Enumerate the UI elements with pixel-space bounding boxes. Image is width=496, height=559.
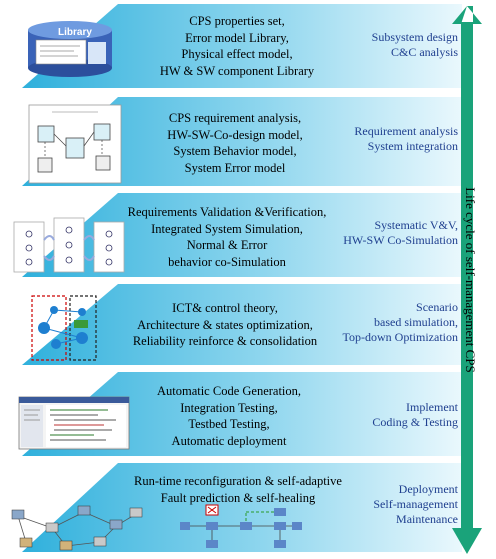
phase-line: Implement bbox=[406, 400, 458, 414]
phase-line: Subsystem design bbox=[371, 30, 458, 44]
band-5-text: Automatic Code Generation, Integration T… bbox=[124, 383, 334, 449]
phase-line: based simulation, bbox=[374, 315, 458, 329]
phase-line: Deployment bbox=[398, 482, 458, 496]
band-line: ICT& control theory, bbox=[172, 301, 278, 315]
band-line: Fault prediction & self-healing bbox=[160, 490, 316, 505]
band-shape-6 bbox=[22, 463, 462, 552]
band-line: System Error model bbox=[184, 160, 286, 175]
phase-label-2: Requirement analysis System integration bbox=[354, 124, 458, 154]
fault-marker-icon bbox=[205, 504, 219, 516]
band-6-text: Run-time reconfiguration & self-adaptive… bbox=[120, 473, 356, 506]
phase-line: Systematic V&V, bbox=[374, 218, 458, 232]
band-line: HW-SW-Co-design model, bbox=[167, 127, 303, 142]
band-shape-5 bbox=[22, 372, 462, 456]
lifecycle-label: Life cycle of self-management CPS bbox=[463, 187, 478, 373]
phase-line: System integration bbox=[367, 139, 458, 153]
band-2-text: CPS requirement analysis, HW-SW-Co-desig… bbox=[130, 110, 340, 176]
band-line: Integrated System Simulation, bbox=[151, 221, 303, 236]
self-healing-diagram bbox=[180, 508, 302, 548]
band-1-text: CPS properties set, Error model Library,… bbox=[132, 13, 342, 79]
band-4-text: ICT& control theory, Architecture & stat… bbox=[110, 300, 340, 350]
band-line: Testbed Testing, bbox=[188, 417, 270, 431]
phase-label-1: Subsystem design C&C analysis bbox=[372, 30, 458, 60]
phase-line: HW-SW Co-Simulation bbox=[343, 233, 458, 247]
phase-line: Self-management bbox=[373, 497, 458, 511]
phase-label-4: Scenario based simulation, Top-down Opti… bbox=[343, 300, 458, 345]
band-line: Reliability reinforce & consolidation bbox=[132, 334, 318, 348]
band-line: Error model Library, bbox=[185, 30, 289, 45]
band-line: System Behavior model, bbox=[173, 144, 297, 158]
phase-line: Top-down Optimization bbox=[342, 330, 458, 344]
code-editor-screenshot bbox=[18, 396, 130, 450]
phase-label-6: Deployment Self-management Maintenance bbox=[373, 482, 458, 527]
phase-line: Maintenance bbox=[396, 512, 458, 526]
band-line: Automatic deployment bbox=[171, 433, 287, 448]
band-line: HW & SW component Library bbox=[159, 63, 315, 78]
library-label: Library bbox=[58, 27, 92, 38]
band-shape-2 bbox=[22, 97, 462, 186]
co-simulation-diagram bbox=[13, 217, 125, 273]
phase-line: Scenario bbox=[416, 300, 458, 314]
band-shape-1 bbox=[22, 4, 462, 88]
band-line: Integration Testing, bbox=[180, 400, 278, 415]
library-database-icon bbox=[28, 21, 112, 77]
band-3-text: Requirements Validation &Verification, I… bbox=[112, 204, 342, 270]
system-model-diagram bbox=[28, 104, 122, 184]
architecture-optimization-diagram bbox=[31, 295, 97, 361]
band-line: behavior co-Simulation bbox=[168, 254, 286, 269]
phase-line: Coding & Testing bbox=[372, 415, 458, 429]
band-line: Architecture & states optimization, bbox=[137, 317, 313, 332]
phase-label-3: Systematic V&V, HW-SW Co-Simulation bbox=[343, 218, 458, 248]
band-line: Normal & Error bbox=[186, 238, 268, 252]
band-line: Run-time reconfiguration & self-adaptive bbox=[134, 474, 342, 488]
lifecycle-arrow bbox=[452, 6, 482, 554]
phase-line: C&C analysis bbox=[390, 45, 458, 59]
phase-line: Requirement analysis bbox=[354, 124, 458, 138]
band-shape-4 bbox=[22, 284, 462, 365]
device-network-diagram bbox=[11, 505, 143, 551]
band-line: CPS properties set, bbox=[189, 14, 285, 28]
band-shape-3 bbox=[22, 193, 462, 277]
band-line: Physical effect model, bbox=[181, 47, 293, 61]
phase-label-5: Implement Coding & Testing bbox=[372, 400, 458, 430]
band-line: Automatic Code Generation, bbox=[156, 384, 302, 398]
band-line: Requirements Validation &Verification, bbox=[127, 205, 327, 219]
band-line: CPS requirement analysis, bbox=[168, 111, 302, 125]
